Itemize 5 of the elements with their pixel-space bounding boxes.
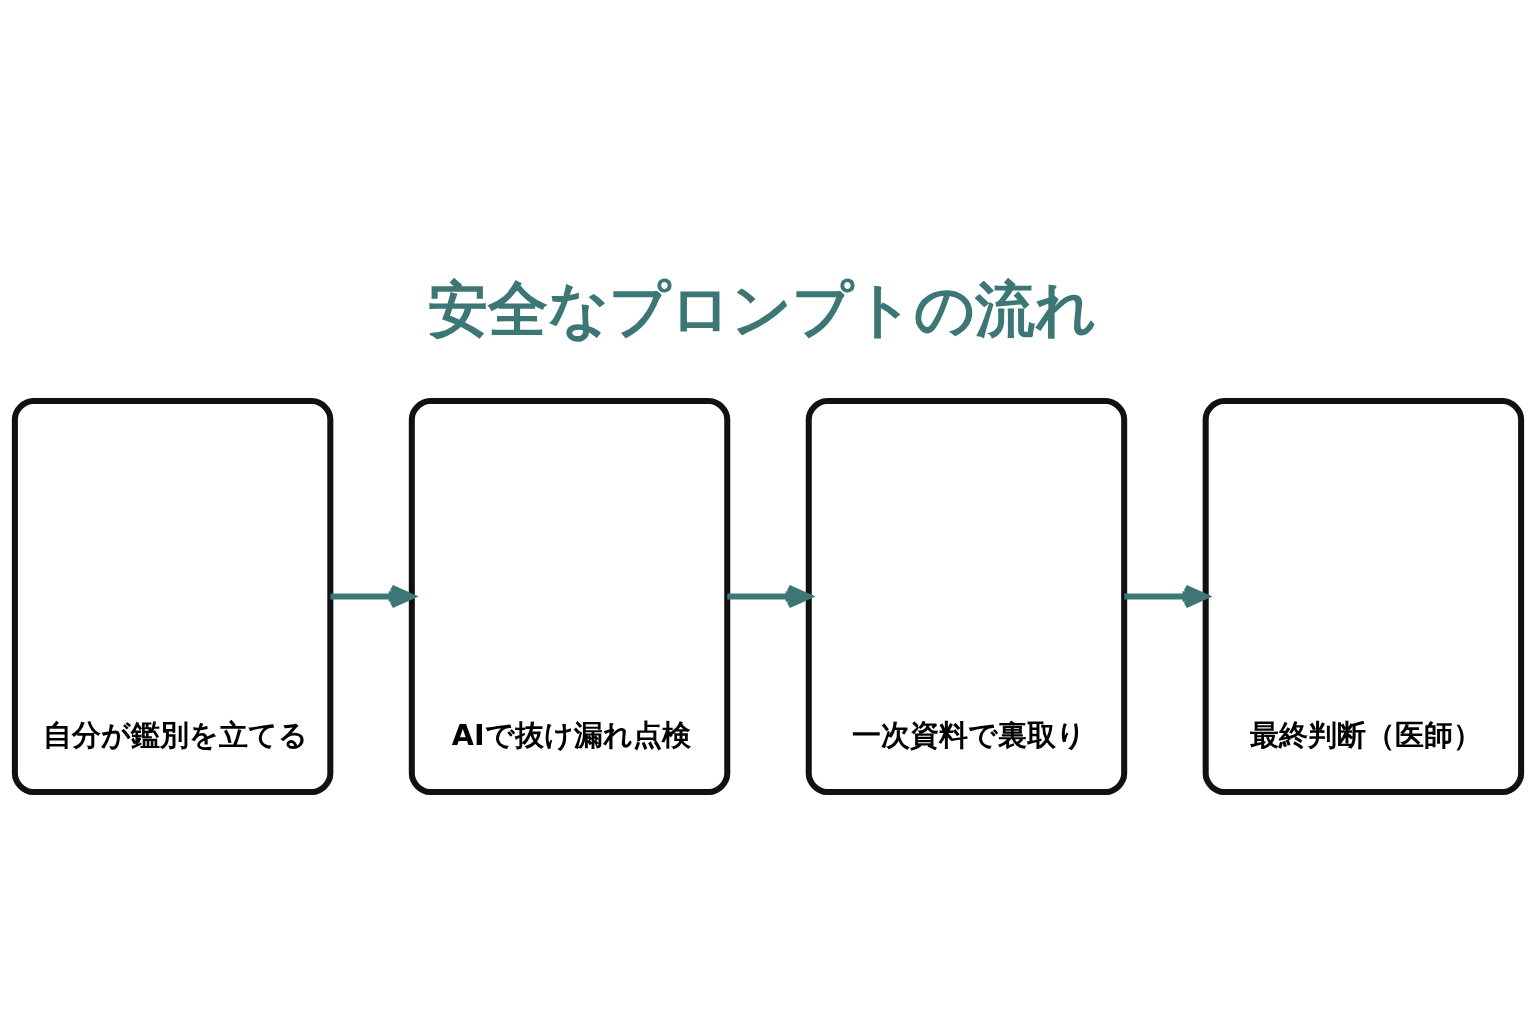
node-box: 最終判断（医師） xyxy=(1202,398,1525,795)
node-box: 自分が鑑別を立てる xyxy=(11,398,334,795)
node-box: 一次資料で裏取り xyxy=(805,398,1128,795)
node-box: AIで抜け漏れ点検 xyxy=(408,398,731,795)
diagram-title: 安全なプロンプトの流れ xyxy=(428,274,1097,345)
